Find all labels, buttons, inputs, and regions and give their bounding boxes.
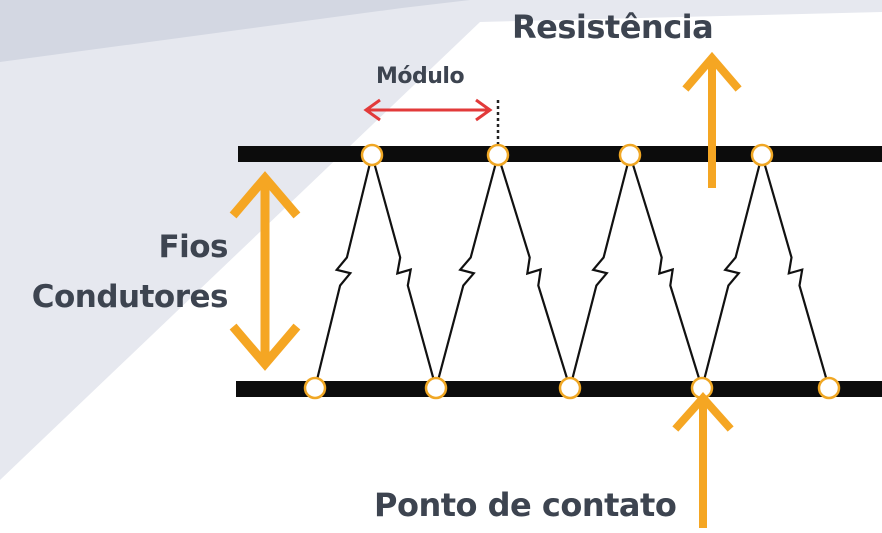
conductive-wires-label: Fios Condutores bbox=[0, 222, 229, 322]
contact-point-label: Ponto de contato bbox=[374, 486, 677, 524]
wires-layer bbox=[313, 154, 831, 389]
top-contact-node-circle-icon-1 bbox=[360, 143, 384, 167]
wire-strand-4 bbox=[496, 154, 572, 389]
wire-strand-3 bbox=[434, 154, 500, 389]
background-diagonal-stripe bbox=[0, 0, 470, 62]
background-shade-region bbox=[0, 0, 882, 480]
top-contact-node-circle-icon-2 bbox=[486, 143, 510, 167]
top-contact-node-circle-icon-3 bbox=[618, 143, 642, 167]
bottom-contact-node-circle-icon-5 bbox=[817, 376, 841, 400]
wire-strand-2 bbox=[370, 154, 438, 389]
wire-strand-1 bbox=[313, 154, 374, 389]
conductive-wires-label-line-1: Fios bbox=[158, 229, 228, 265]
double-headed-vertical-arrow-icon bbox=[229, 171, 301, 371]
wire-strand-5 bbox=[568, 154, 632, 389]
arrow-up-icon bbox=[682, 51, 742, 188]
resistance-arrow-head bbox=[682, 51, 742, 92]
module-arrow-head-right bbox=[475, 98, 493, 122]
bottom-contact-node-circle-icon-2 bbox=[424, 376, 448, 400]
bottom-contact-node-circle-icon-3 bbox=[558, 376, 582, 400]
top-conductor-bar bbox=[238, 146, 882, 162]
bottom-contact-node-circle-icon-1 bbox=[303, 376, 327, 400]
double-headed-horizontal-arrow-icon bbox=[363, 98, 493, 122]
resistance-label: Resistência bbox=[512, 8, 714, 46]
contact-arrow-head bbox=[672, 391, 734, 432]
top-contact-node-circle-icon-4 bbox=[750, 143, 774, 167]
wires-arrow-head-bottom bbox=[229, 323, 301, 371]
wires-arrow-head-top bbox=[229, 171, 301, 219]
conductive-wires-label-line-2: Condutores bbox=[31, 279, 229, 315]
module-label: Módulo bbox=[376, 64, 465, 89]
wire-strand-7 bbox=[700, 154, 764, 389]
wire-strand-6 bbox=[628, 154, 704, 389]
wire-strand-8 bbox=[760, 154, 831, 389]
arrow-up-icon bbox=[672, 391, 734, 528]
module-arrow-head-left bbox=[363, 98, 381, 122]
arrows-layer bbox=[229, 51, 742, 528]
